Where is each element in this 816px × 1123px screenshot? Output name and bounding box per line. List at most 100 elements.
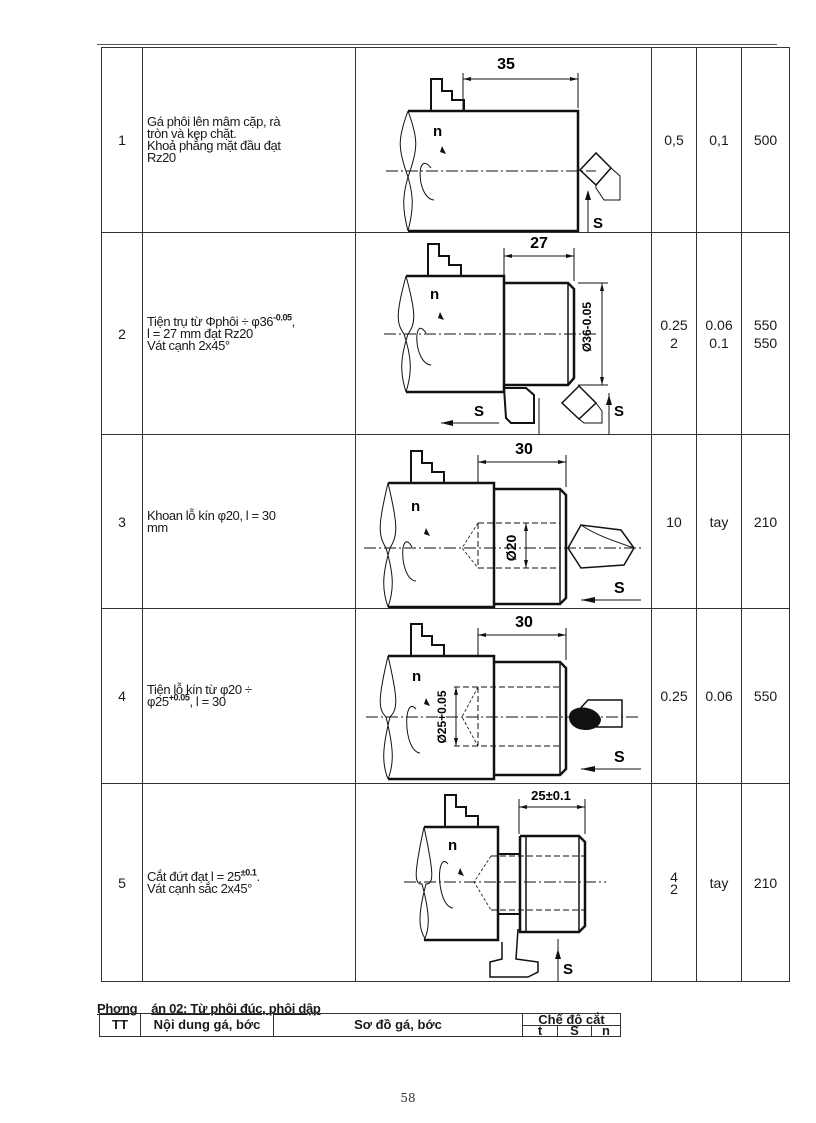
value: 210 <box>753 513 778 530</box>
depth-t: 10 <box>651 434 697 609</box>
desc-line: Vát cạnh 2x45° <box>147 337 230 353</box>
step-description: Khoan lỗ kín φ20, l = 30 mm <box>142 434 356 609</box>
value: 10 <box>666 513 682 530</box>
tolerance: ±0.1 <box>240 867 257 878</box>
feed-s: 0,1 <box>696 47 742 233</box>
header-rule <box>97 44 777 45</box>
step-description: Tiện trụ từ Φphôi ÷ φ36-0.05, l = 27 mm … <box>142 232 356 435</box>
value: 0.1 <box>709 334 729 351</box>
text: . <box>256 868 261 884</box>
setup-diagram: 35 n S <box>355 47 652 233</box>
depth-t: 0.25 <box>651 608 697 784</box>
desc-line: Khoả phẳng mặt đầu đạt <box>147 138 281 153</box>
section-caption: Phơng án 02: Từ phôi đúc, phôi dập <box>97 1001 321 1016</box>
turning-diagram-icon: 27 Ø36-0.05 n S S <box>384 235 624 434</box>
page-number: 58 <box>400 1091 416 1105</box>
value: 500 <box>753 132 778 148</box>
rotation-label: n <box>411 498 420 515</box>
table-row: 5 Cắt đứt đạt l = 25±0.1. Vát cạnh sắc 2… <box>101 783 790 982</box>
value: 550 <box>753 316 778 333</box>
header-tt: TT <box>99 1013 141 1037</box>
section2-header-table: TT Nội dung gá, bớc Sơ đồ gá, bớc Chế độ… <box>99 1013 621 1037</box>
header-s: S <box>557 1024 592 1037</box>
feed-s: tay <box>696 783 742 982</box>
parting-diagram-icon: 25±0.1 n S <box>404 788 606 981</box>
text: Tiện trụ từ Φphôi ÷ φ36 <box>147 313 274 329</box>
value: 0.06 <box>705 316 733 333</box>
desc-line: Khoan lỗ kín φ20, l = 30 <box>147 507 276 523</box>
boring-diagram-icon: 30 Ø25+0.05 n S <box>366 614 641 781</box>
value: 0.06 <box>705 688 733 704</box>
text: Cắt đứt đạt l = 25 <box>147 868 241 884</box>
table-row: 1 Gá phôi lên mâm cặp, rà tròn và kẹp ch… <box>101 47 790 233</box>
header-n: n <box>591 1024 621 1037</box>
speed-n: 550 <box>741 608 790 784</box>
step-number: 1 <box>101 47 143 233</box>
desc-line: tròn và kẹp chặt. <box>147 126 237 141</box>
caption-part: án 02: Từ phôi đúc, phôi dập <box>151 1001 321 1016</box>
step-number: 5 <box>101 783 143 982</box>
setup-diagram: 30 Ø20 n S <box>355 434 652 609</box>
text: , l = 30 <box>189 694 226 709</box>
value: 0,5 <box>664 132 684 148</box>
diameter-label: Ø36-0.05 <box>580 302 594 352</box>
value: 0.25 <box>660 688 688 704</box>
dimension-label: 25±0.1 <box>531 788 571 803</box>
setup-diagram: 30 Ø25+0.05 n S <box>355 608 652 784</box>
header-diagram: Sơ đồ gá, bớc <box>273 1013 523 1037</box>
value: 210 <box>753 874 778 891</box>
desc-line: Cắt đứt đạt l = 25±0.1. <box>147 868 355 884</box>
table-row: 4 Tiện lỗ kín từ φ20 ÷ φ25+0.05, l = 30 <box>101 608 790 784</box>
drilling-diagram-icon: 30 Ø20 n S <box>364 441 641 608</box>
value: 550 <box>753 334 778 351</box>
tolerance: -0.05 <box>273 312 292 323</box>
value: 0.25 <box>660 316 688 333</box>
desc-line: Vát cạnh sắc 2x45° <box>147 880 252 896</box>
feed-s: 0.06 <box>696 608 742 784</box>
rotation-label: n <box>433 123 442 140</box>
feed-label: S <box>563 961 573 978</box>
desc-line: mm <box>147 519 168 535</box>
header-content: Nội dung gá, bớc <box>140 1013 274 1037</box>
dimension-label: 30 <box>515 614 533 631</box>
desc-line: Tiện trụ từ Φphôi ÷ φ36-0.05, <box>147 313 355 329</box>
value: tay <box>709 874 729 891</box>
diameter-label: Ø25+0.05 <box>435 690 449 743</box>
text: φ25 <box>147 694 169 709</box>
desc-line: φ25+0.05, l = 30 <box>147 692 355 709</box>
tolerance: +0.05 <box>168 692 190 703</box>
table-row: 2 Tiện trụ từ Φphôi ÷ φ36-0.05, l = 27 m… <box>101 232 790 435</box>
step-number: 4 <box>101 608 143 784</box>
step-description: Tiện lỗ kín từ φ20 ÷ φ25+0.05, l = 30 <box>142 608 356 784</box>
dimension-label: 30 <box>515 441 533 458</box>
feed-label: S <box>593 215 603 232</box>
step-description: Cắt đứt đạt l = 25±0.1. Vát cạnh sắc 2x4… <box>142 783 356 982</box>
facing-diagram-icon: 35 n S <box>386 56 621 232</box>
step-number: 2 <box>101 232 143 435</box>
desc-line: Tiện lỗ kín từ φ20 ÷ <box>147 682 252 697</box>
rotation-label: n <box>430 286 439 303</box>
value: 2 <box>670 334 678 351</box>
table-row: 3 Khoan lỗ kín φ20, l = 30 mm <box>101 434 790 609</box>
rotation-label: n <box>448 837 457 854</box>
feed-label: S <box>614 403 624 420</box>
text: , <box>291 313 296 329</box>
rotation-label: n <box>412 668 421 685</box>
feed-label: S <box>614 749 625 766</box>
speed-n: 210 <box>741 434 790 609</box>
dimension-label: 27 <box>530 235 548 252</box>
step-description: Gá phôi lên mâm cặp, rà tròn và kẹp chặt… <box>142 47 356 233</box>
value: 550 <box>753 688 778 704</box>
caption-part: Phơng <box>97 1001 138 1016</box>
feed-label: S <box>614 580 625 597</box>
value: 4 <box>670 868 678 885</box>
feed-label: S <box>474 403 484 420</box>
speed-n: 210 <box>741 783 790 982</box>
depth-t: 0,5 <box>651 47 697 233</box>
desc-line: l = 27 mm đạt Rz20 <box>147 325 253 341</box>
process-table: 1 Gá phôi lên mâm cặp, rà tròn và kẹp ch… <box>101 47 790 982</box>
